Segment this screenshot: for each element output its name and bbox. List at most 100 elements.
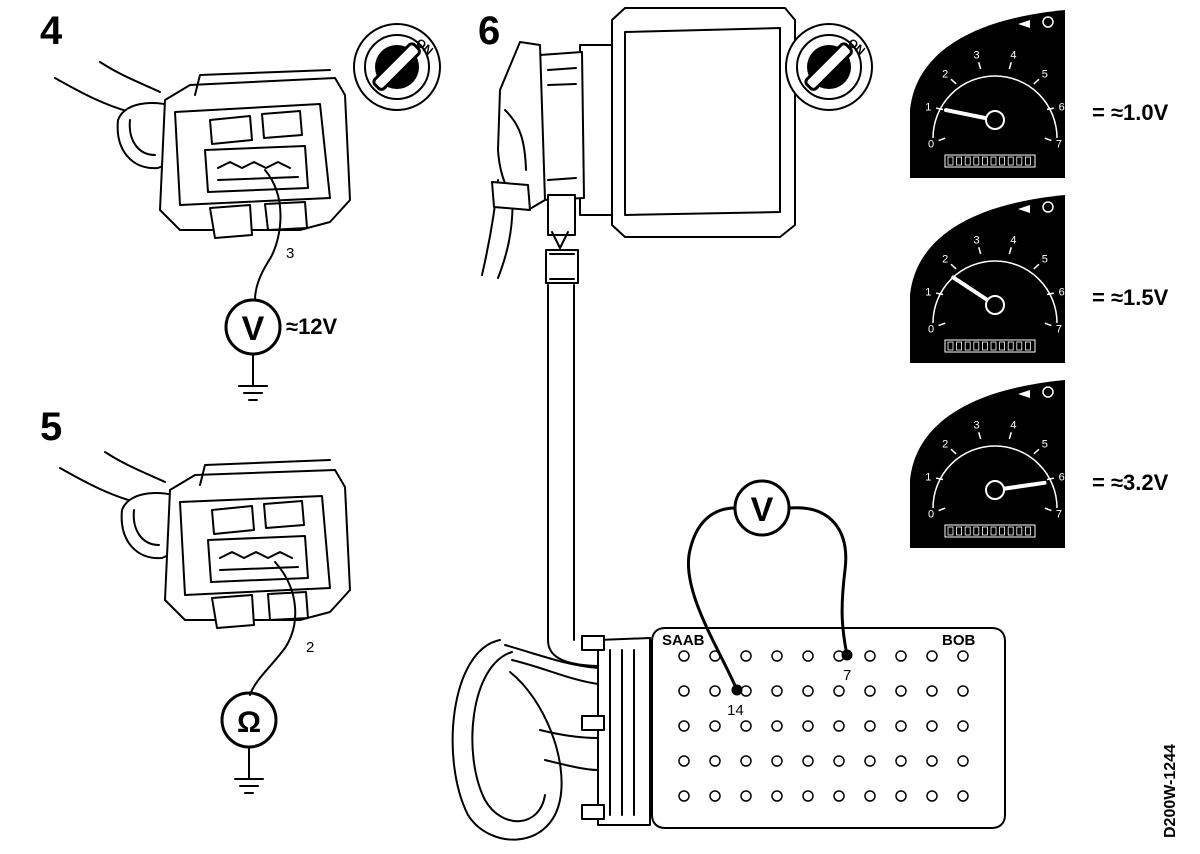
gauge-tick-label: 2 xyxy=(942,69,948,81)
odometer-digit xyxy=(990,156,997,166)
gauge-tick xyxy=(1008,62,1012,70)
indicator-lamp-icon xyxy=(1018,20,1030,28)
odometer-digit xyxy=(964,526,971,536)
socket-hole xyxy=(864,790,876,802)
socket-hole xyxy=(864,685,876,697)
gauge-tick xyxy=(978,432,982,440)
gauge-tick xyxy=(938,137,946,142)
breakout-box-label-right: BOB xyxy=(942,632,976,649)
odometer-digit xyxy=(982,156,988,166)
odometer-digit xyxy=(956,526,962,536)
socket-hole xyxy=(709,720,721,732)
odometer-digit xyxy=(973,526,980,536)
gauge-reading: = ≈3.2V xyxy=(1092,470,1169,495)
ignition-key-icon-2: ON xyxy=(785,23,873,111)
gauge-hub xyxy=(985,480,1005,500)
gauge-tick-label: 0 xyxy=(928,138,934,150)
socket-hole xyxy=(864,720,876,732)
odometer-digit xyxy=(947,156,954,166)
gauge-reading: = ≈1.5V xyxy=(1092,285,1169,310)
socket-hole xyxy=(895,650,907,662)
gauge-tick xyxy=(1046,107,1054,111)
gauge-dial-arc xyxy=(932,445,1058,509)
step-5-number: 5 xyxy=(40,405,62,449)
odometer-digit xyxy=(964,156,971,166)
odometer-digit xyxy=(964,341,971,351)
odometer-digit xyxy=(1007,341,1014,351)
gauge-tick xyxy=(1008,432,1012,440)
gauge-tick-label: 6 xyxy=(1059,287,1065,299)
odometer-digit xyxy=(956,341,962,351)
step-4-voltmeter: V xyxy=(224,298,282,356)
step-6-voltmeter: V xyxy=(733,479,791,537)
gauge-tick xyxy=(938,322,946,327)
gauge-tick xyxy=(936,107,944,111)
socket-hole xyxy=(926,720,938,732)
socket-hole xyxy=(802,755,814,767)
gauge-tick xyxy=(1033,263,1040,270)
socket-hole xyxy=(833,755,845,767)
gauge-tick-label: 5 xyxy=(1042,69,1048,81)
odometer-digit xyxy=(990,526,997,536)
socket-hole xyxy=(740,650,752,662)
gauge-tick-label: 1 xyxy=(925,472,931,484)
gauge-tick xyxy=(1008,247,1012,255)
gauge-dial-arc xyxy=(932,75,1058,139)
step-6-number: 6 xyxy=(478,9,500,53)
odometer-strip xyxy=(944,339,1036,353)
gauge-tick xyxy=(1044,507,1052,512)
odometer-digit xyxy=(1016,341,1023,351)
step-4-number: 4 xyxy=(40,9,63,53)
socket-hole xyxy=(709,790,721,802)
step-4-pin-number: 3 xyxy=(286,245,294,262)
socket-hole xyxy=(678,720,690,732)
odometer-digit xyxy=(973,341,980,351)
socket-hole xyxy=(709,685,721,697)
gauge-tick xyxy=(936,477,944,481)
gauge-hub xyxy=(985,295,1005,315)
socket-hole xyxy=(771,720,783,732)
odometer-digit xyxy=(1016,526,1023,536)
gauge-panel xyxy=(910,10,1065,178)
odometer-digit xyxy=(999,156,1005,166)
socket-hole xyxy=(833,685,845,697)
odometer-digit xyxy=(1007,156,1014,166)
step-6-meter-symbol: V xyxy=(751,491,774,529)
socket-hole xyxy=(833,790,845,802)
odometer-digit xyxy=(1025,156,1031,166)
gauge-tick xyxy=(1046,477,1054,481)
socket-hole xyxy=(771,790,783,802)
step-4: 4 3 V ≈12V xyxy=(40,9,441,401)
socket-hole xyxy=(895,790,907,802)
ground-symbol-1 xyxy=(238,353,268,401)
step-5-pin-number: 2 xyxy=(306,639,314,656)
socket-hole xyxy=(802,720,814,732)
socket-7-label: 7 xyxy=(843,667,851,684)
socket-hole xyxy=(864,650,876,662)
socket-hole xyxy=(740,720,752,732)
socket-hole xyxy=(802,790,814,802)
odometer-digit xyxy=(990,341,997,351)
control-unit xyxy=(539,7,796,238)
gauge-tick xyxy=(1044,137,1052,142)
gauge-tick xyxy=(1044,322,1052,327)
gauge-tick-label: 3 xyxy=(974,420,980,432)
breakout-box-label-left: SAAB xyxy=(662,632,705,649)
odometer-digit xyxy=(982,341,988,351)
gauge-panel xyxy=(910,195,1065,363)
gauge-tick-label: 4 xyxy=(1010,50,1016,62)
socket-hole xyxy=(926,685,938,697)
socket-hole xyxy=(771,755,783,767)
socket-hole xyxy=(957,755,969,767)
gauge-tick xyxy=(1046,292,1054,296)
breakout-box-connector xyxy=(581,635,651,826)
fog-lamp-icon xyxy=(1042,386,1054,398)
gauge-tick-label: 3 xyxy=(974,50,980,62)
odometer-strip xyxy=(944,524,1036,538)
ground-symbol-2 xyxy=(234,746,264,794)
fog-lamp-icon xyxy=(1042,16,1054,28)
gauge-tick xyxy=(1033,78,1040,85)
